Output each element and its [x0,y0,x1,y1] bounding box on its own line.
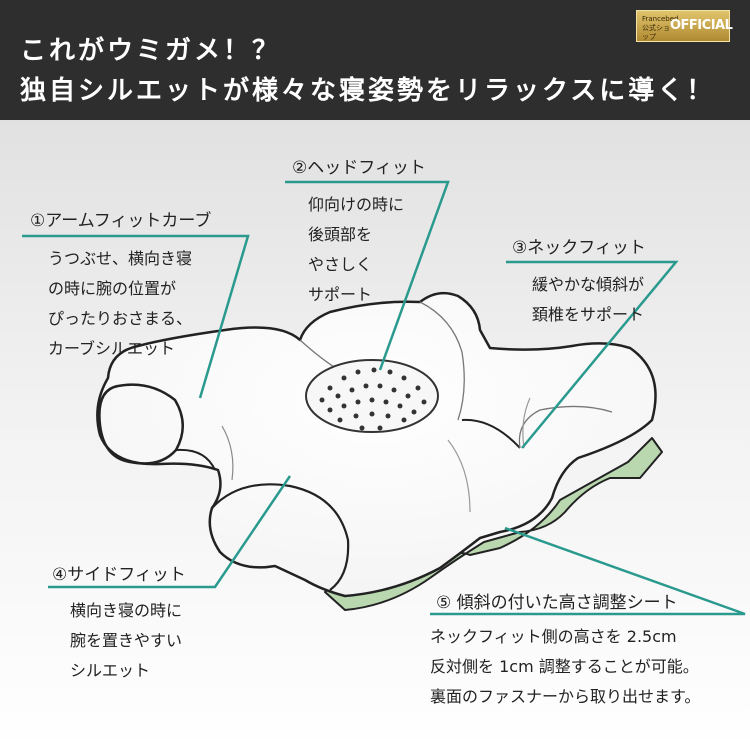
badge-official-text: OFFICIAL [670,18,733,33]
callout-side-fit-label: ④サイドフィット [52,565,186,585]
height-sheet-desc-line: ネックフィット側の高さを 2.5cm [430,627,677,646]
head-fit-desc-line: 後頭部を [308,225,373,244]
header-banner: これがウミガメ！？ 独自シルエットが様々な寝姿勢をリラックスに導く！ Franc… [0,0,750,120]
side-fit-desc-line: 腕を置きやすい [70,631,183,650]
headline-line2: 独自シルエットが様々な寝姿勢をリラックスに導く！ [20,76,716,106]
leader-height-sheet [430,526,746,616]
callout-head-fit-label: ②ヘッドフィット [292,158,426,178]
arm-fit-desc-line: の時に腕の位置が [48,279,177,298]
height-sheet-desc-line: 裏面のファスナーから取り出せます。 [430,687,701,706]
callout-arm-fit-label: ①アームフィットカーブ [30,211,212,231]
arm-fit-desc-line: うつぶせ、横向き寝 [48,249,193,268]
pillow-side-roll [98,383,184,465]
official-badge: Francebed公式ショップ OFFICIAL [636,10,733,42]
head-fit-desc-line: 仰向けの時に [308,195,405,214]
arm-fit-desc-line: ぴったりおさまる、 [48,309,193,328]
callout-neck-fit-label: ③ネックフィット [512,238,646,258]
callout-neck-fit-desc: 緩やかな傾斜が 頚椎をサポート [532,270,644,330]
callout-arm-fit-desc: うつぶせ、横向き寝 の時に腕の位置が ぴったりおさまる、 カーブシルエット [48,244,192,364]
callout-side-fit-desc: 横向き寝の時に 腕を置きやすい シルエット [70,596,182,686]
leader-head-fit [285,180,450,371]
callout-height-sheet-label: ⑤ 傾斜の付いた高さ調整シート [436,593,678,613]
headline-line1: これがウミガメ！？ [20,36,282,66]
side-fit-desc-line: 横向き寝の時に [70,601,183,620]
neck-fit-desc-line: 緩やかな傾斜が [532,275,645,294]
badge-shop-text: Francebed公式ショップ [642,15,679,41]
callout-height-sheet-desc: ネックフィット側の高さを 2.5cm 反対側を 1cm 調整することが可能。 裏… [430,622,700,712]
head-fit-desc-line: サポート [308,285,373,304]
pillow-side-fit-lobe [211,483,350,591]
arm-fit-desc-line: カーブシルエット [48,339,176,358]
callout-head-fit-desc: 仰向けの時に 後頭部を やさしく サポート [308,190,404,310]
leader-arm-fit [22,234,250,399]
leader-side-fit [48,475,292,589]
head-fit-desc-line: やさしく [308,255,373,274]
callout-leader-lines [22,180,746,616]
leader-neck-fit [506,260,679,449]
neck-fit-desc-line: 頚椎をサポート [532,305,645,324]
side-fit-desc-line: シルエット [70,661,151,680]
height-sheet-desc-line: 反対側を 1cm 調整することが可能。 [430,657,699,676]
head-fit-holes [319,367,427,431]
